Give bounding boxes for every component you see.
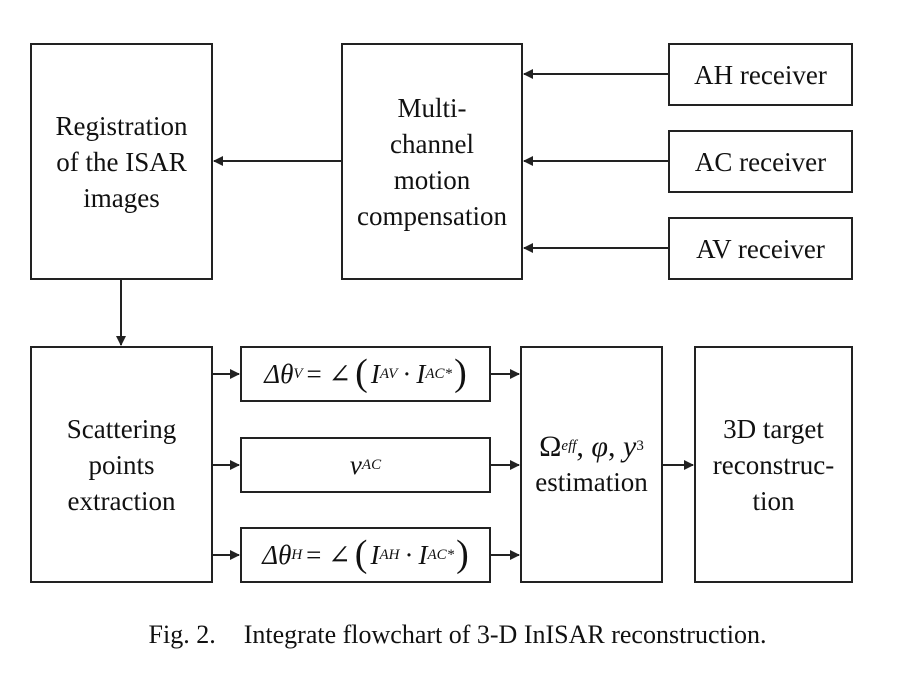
motion-line-3: motion: [393, 164, 471, 195]
target-line-3: tion: [752, 485, 795, 516]
ah-receiver-label: AH receiver: [694, 59, 827, 90]
nu-symbol: ν: [349, 449, 362, 480]
y-sub: 3: [636, 438, 644, 454]
eqh-delta-theta: Δθ: [262, 539, 292, 570]
nu-sub: AC: [361, 456, 382, 473]
phi-symbol: φ: [591, 429, 609, 463]
av-receiver-box: AV receiver: [668, 217, 853, 280]
caption-number: Fig. 2.: [148, 620, 216, 649]
eqv-rparen: ): [454, 352, 467, 394]
eqh-i2: I: [418, 539, 428, 570]
eqv-delta-theta: Δθ: [264, 358, 294, 389]
target-line-1: 3D target: [723, 413, 824, 444]
eqv-dot: ·: [402, 358, 412, 389]
eqv-sup2: AC*: [425, 365, 453, 382]
scattering-line-3: extraction: [67, 485, 176, 516]
estimation-sep-2: ,: [608, 429, 624, 463]
estimation-label: estimation: [535, 466, 648, 497]
eqv-equals-angle: = ∠: [306, 358, 352, 389]
eqh-lparen: (: [354, 533, 368, 575]
ac-receiver-label: AC receiver: [694, 146, 827, 177]
av-receiver-label: AV receiver: [696, 233, 825, 264]
figure-caption: Fig. 2. Integrate flowchart of 3-D InISAR…: [0, 620, 915, 650]
eqv-sup1: AV: [379, 365, 398, 382]
eqv-sub: V: [293, 365, 303, 382]
scattering-line-2: points: [88, 449, 155, 480]
motion-line-4: compensation: [357, 200, 507, 231]
eqh-i1: I: [370, 539, 380, 570]
eqh-sup1: AH: [379, 546, 400, 563]
registration-box: Registration of the ISAR images: [30, 43, 213, 280]
target-reconstruction-box: 3D target reconstruc- tion: [694, 346, 853, 583]
ah-receiver-box: AH receiver: [668, 43, 853, 106]
scattering-line-1: Scattering: [66, 413, 177, 444]
registration-line-1: Registration: [55, 110, 188, 141]
registration-line-3: images: [83, 182, 160, 213]
scattering-box: Scattering points extraction: [30, 346, 213, 583]
eqh-equals-angle: = ∠: [306, 539, 351, 570]
omega-sub: eff: [561, 438, 577, 454]
target-line-2: reconstruc-: [712, 449, 835, 480]
eqv-i2: I: [416, 358, 426, 389]
eqv-i1: I: [370, 358, 380, 389]
omega-symbol: Ω: [539, 429, 562, 463]
eqh-sup2: AC*: [427, 546, 455, 563]
motion-line-1: Multi-: [397, 92, 467, 123]
motion-line-2: channel: [390, 128, 474, 159]
eqh-dot: ·: [404, 539, 414, 570]
eqh-sub: H: [291, 546, 303, 563]
eqv-lparen: (: [355, 352, 368, 394]
eqh-rparen: ): [456, 533, 469, 575]
registration-line-2: of the ISAR: [56, 146, 187, 177]
y-symbol: y: [623, 429, 637, 463]
caption-text: Integrate flowchart of 3-D InISAR recons…: [243, 620, 767, 649]
ac-receiver-box: AC receiver: [668, 130, 853, 193]
motion-compensation-box: Multi- channel motion compensation: [341, 43, 523, 280]
estimation-sep-1: ,: [576, 429, 592, 463]
